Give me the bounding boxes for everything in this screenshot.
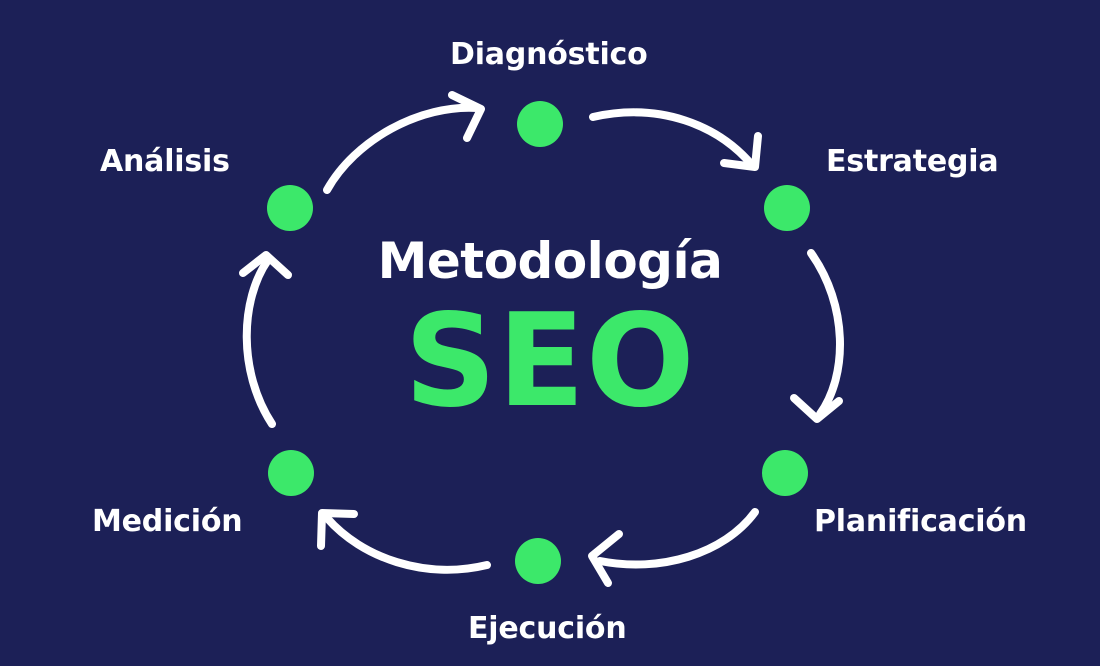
arrow-ejecucion-to-medicion: [317, 509, 491, 574]
diagram-title: Metodología: [377, 232, 723, 290]
label-ejecucion: Ejecución: [468, 611, 627, 646]
arrow-medicion-to-analisis: [239, 251, 292, 428]
arrow-diagnostico-to-estrategia: [589, 108, 762, 171]
arrow-analisis-to-diagnostico: [323, 91, 485, 194]
arrow-estrategia-to-planificacion: [790, 249, 844, 423]
node-diagnostico[interactable]: [517, 101, 563, 147]
node-medicion[interactable]: [268, 450, 314, 496]
node-estrategia[interactable]: [764, 185, 810, 231]
diagram-acronym: SEO: [404, 287, 696, 436]
label-planificacion: Planificación: [814, 504, 1027, 539]
label-medicion: Medición: [92, 504, 243, 539]
label-analisis: Análisis: [100, 144, 230, 179]
center-title-block: Metodología SEO: [310, 236, 790, 426]
node-planificacion[interactable]: [762, 450, 808, 496]
label-diagnostico: Diagnóstico: [450, 37, 648, 72]
node-ejecucion[interactable]: [515, 538, 561, 584]
node-analisis[interactable]: [267, 185, 313, 231]
arrow-planificacion-to-ejecucion: [588, 508, 759, 587]
label-estrategia: Estrategia: [826, 144, 999, 179]
